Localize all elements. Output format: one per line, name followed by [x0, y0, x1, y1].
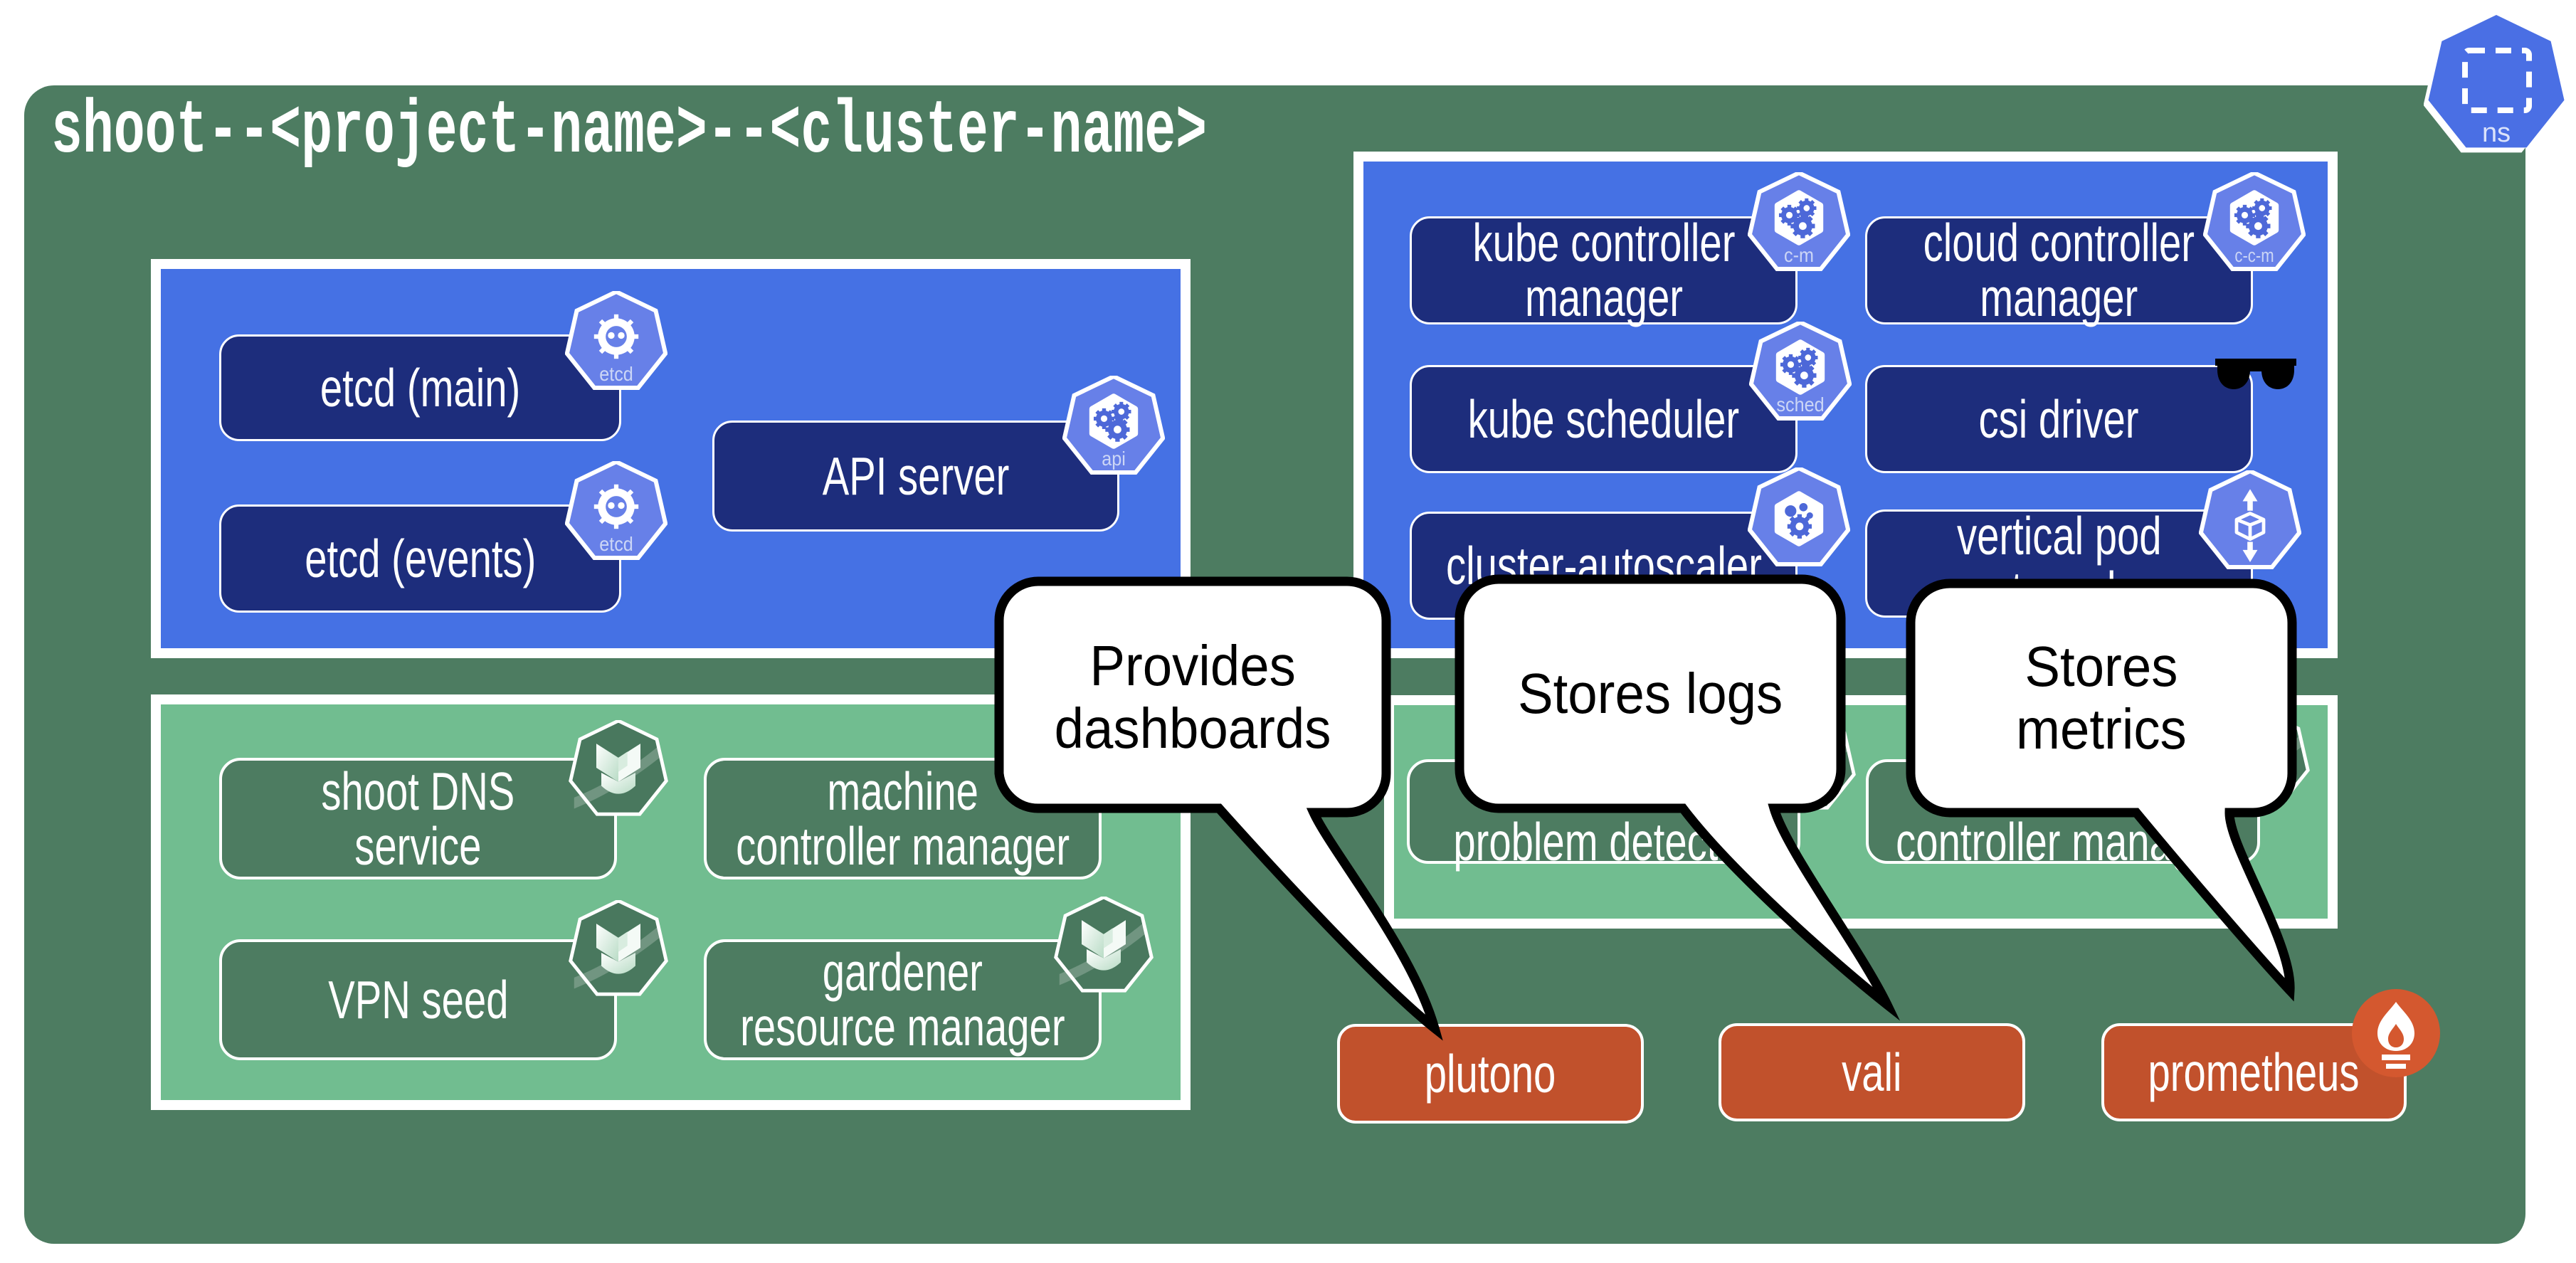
- box-label: plutono: [1425, 1043, 1556, 1104]
- box-label: cloud controller manager: [1923, 213, 2195, 327]
- callout-text-provides-dashboards: Provides dashboards: [999, 581, 1386, 813]
- box-label: shoot DNS service: [321, 761, 515, 876]
- box-label: VPN seed: [327, 969, 509, 1030]
- box-kube-scheduler: kube scheduler: [1410, 365, 1798, 473]
- box-vali: vali: [1719, 1023, 2025, 1121]
- box-label: gardener resource manager: [740, 942, 1065, 1057]
- box-label: machine controller manager: [736, 761, 1070, 876]
- box-api-server: API server: [712, 421, 1119, 532]
- box-label: vali: [1842, 1042, 1902, 1102]
- callout-label: Stores metrics: [2016, 635, 2187, 761]
- callout-label: Provides dashboards: [1054, 633, 1331, 760]
- box-cloud-controller-manager: cloud controller manager: [1865, 213, 2253, 327]
- box-etcd-events: etcd (events): [219, 504, 621, 613]
- callout-text-stores-metrics: Stores metrics: [1911, 583, 2292, 813]
- callout-stores-metrics: [1906, 578, 2297, 1002]
- box-kube-controller-manager: kube controller manager: [1410, 213, 1798, 327]
- namespace-title: shoot--<project-name>--<cluster-name>: [51, 89, 1207, 174]
- box-label: kube scheduler: [1467, 389, 1740, 449]
- callout-stores-logs: [1455, 574, 1901, 1021]
- box-label: etcd (main): [320, 357, 521, 418]
- callout-label: Stores logs: [1517, 662, 1783, 725]
- box-csi-driver: csi driver: [1865, 365, 2253, 473]
- box-vpn-seed: VPN seed: [219, 939, 617, 1060]
- box-machine-controller-manager: machine controller manager: [704, 758, 1102, 879]
- box-label: etcd (events): [304, 528, 537, 588]
- box-shoot-dns-service: shoot DNS service: [219, 758, 617, 879]
- callout-provides-dashboards: [994, 576, 1443, 1041]
- box-gardener-resource-manager: gardener resource manager: [704, 939, 1102, 1060]
- box-plutono: plutono: [1337, 1024, 1644, 1124]
- callout-text-stores-logs: Stores logs: [1459, 579, 1841, 808]
- box-label: API server: [822, 445, 1010, 506]
- box-label: kube controller manager: [1472, 213, 1735, 327]
- box-label: csi driver: [1978, 389, 2140, 449]
- box-label: prometheus: [2148, 1042, 2360, 1102]
- box-etcd-main: etcd (main): [219, 334, 621, 441]
